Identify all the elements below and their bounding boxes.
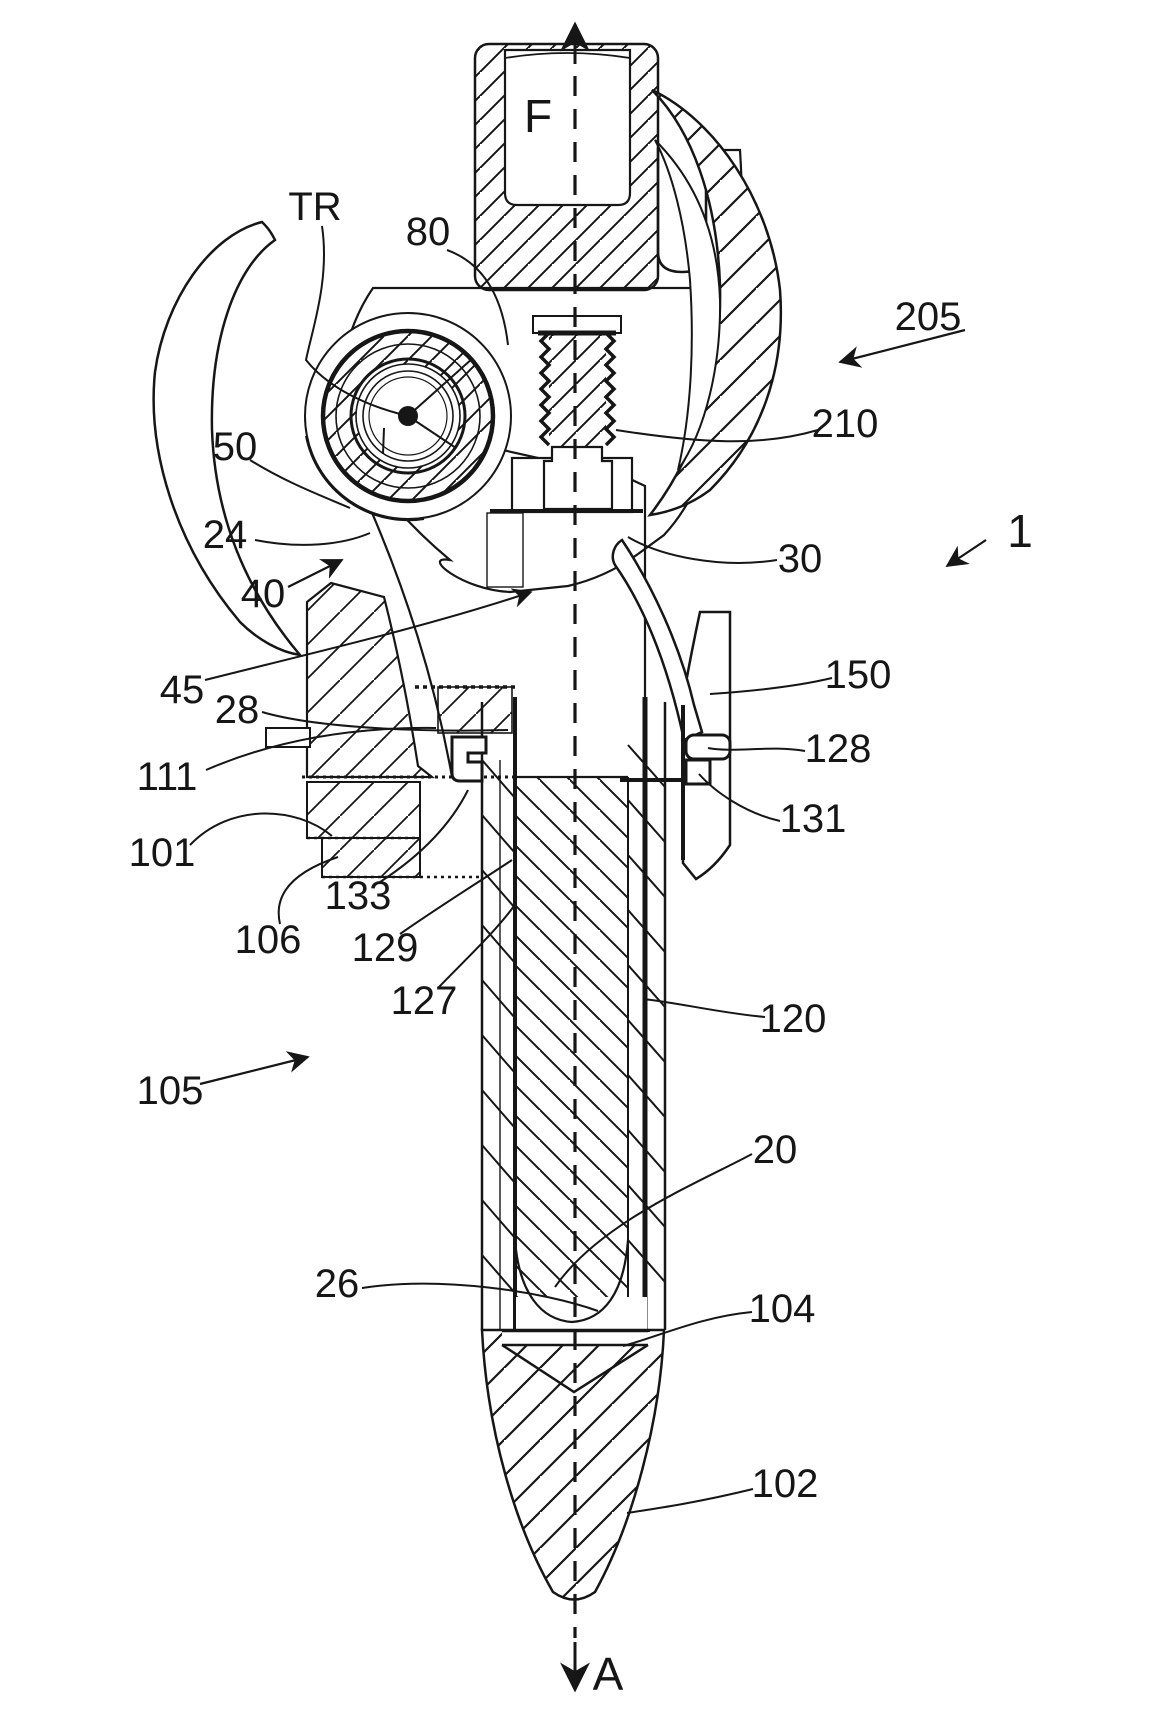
label-40: 40 [241,572,286,616]
arrow-205 [838,328,966,368]
label-45: 45 [160,668,205,712]
right-wing [647,88,783,517]
label-28: 28 [215,688,260,732]
ball-ring-1 [335,343,481,489]
spring-arm [611,538,704,742]
collar-lip-plate [265,727,311,748]
leader-lines [189,225,987,1514]
clip-hook-right [684,733,732,761]
label-210: 210 [812,402,879,446]
leader-120 [642,998,766,1018]
label-150: 150 [825,653,892,697]
core-bottom-curve [513,1239,630,1324]
leader-101 [189,812,333,846]
label-106: 106 [235,918,302,962]
leader-210 [615,429,819,443]
label-133: 133 [325,874,392,918]
right-sleeve-assembly [611,538,732,881]
tool-post [473,42,660,292]
thread-ticks-left [481,759,516,1294]
locking-screw [532,315,622,447]
leader-24 [254,532,371,546]
plug-cap [532,315,622,334]
socket-cup-arc [305,435,425,522]
leader-127 [437,905,515,989]
label-111: 111 [137,755,198,799]
leader-30 [627,536,778,564]
arrow-1 [945,539,987,568]
collar-flange [305,581,436,779]
bore-bottom-gap [516,1297,647,1331]
label-F: F [524,90,552,142]
screw-tip [480,1328,666,1601]
label-127: 127 [391,979,458,1023]
labels-layer: F TR 80 205 210 50 24 1 30 40 45 150 28 111 128 131 101 1… [129,90,1033,1700]
label-105: 105 [137,1069,204,1113]
post-top-lens [504,52,631,59]
collar-dotted-bottom [307,836,482,879]
bore-floor-vee [501,1343,649,1394]
label-131: 131 [780,797,847,841]
label-20: 20 [753,1128,798,1172]
leader-80 [446,249,509,346]
clip-flange-left [437,686,513,734]
label-129: 129 [352,926,419,970]
arrow-105 [199,1051,310,1086]
screw-shank [480,697,667,1601]
snap-ring-hook-left [450,735,488,783]
right-wing-inner-sliver [654,139,722,471]
label-101: 101 [129,831,196,875]
label-TR: TR [288,185,341,229]
wall-strip-left [482,702,515,1330]
label-102: 102 [752,1462,819,1506]
arrow-40 [287,559,344,588]
spring-wings [152,88,783,657]
leader-111 [205,726,437,771]
label-26: 26 [315,1262,360,1306]
leader-131 [698,773,781,822]
ball-ring-2 [349,357,467,475]
label-1: 1 [1007,505,1033,557]
leader-150 [709,677,833,695]
ball-joint [304,312,512,522]
post-recess [503,48,632,207]
plug-thread-left [538,331,552,447]
sleeve-bold-edge [620,705,686,860]
rotation-center-dot [398,406,418,426]
leader-26 [361,1282,599,1312]
label-80: 80 [406,210,451,254]
label-128: 128 [805,727,872,771]
collar-block-upper [306,781,421,839]
leader-104 [622,1311,753,1347]
leader-20 [554,1153,753,1288]
arrow-45 [204,588,533,681]
relief-channel [486,512,524,588]
leader-106 [277,856,339,925]
plug-core [549,333,606,447]
label-120: 120 [760,997,827,1041]
clip-square-right [684,758,712,786]
left-wing [152,220,304,657]
leader-128 [707,747,806,752]
leader-133 [379,789,469,883]
bore-core [515,777,628,1300]
saddle-insert [486,445,643,588]
label-205: 205 [895,295,962,339]
label-50: 50 [213,425,258,469]
label-104: 104 [749,1287,816,1331]
label-30: 30 [778,537,823,581]
leader-TR [304,225,401,415]
leader-50 [249,459,351,509]
label-24: 24 [203,513,248,557]
leader-102 [626,1488,754,1514]
plug-thread-right [603,331,617,447]
leader-28 [261,711,509,732]
pressure-piece [542,445,614,511]
leader-129 [399,859,513,935]
label-A: A [593,1648,624,1700]
